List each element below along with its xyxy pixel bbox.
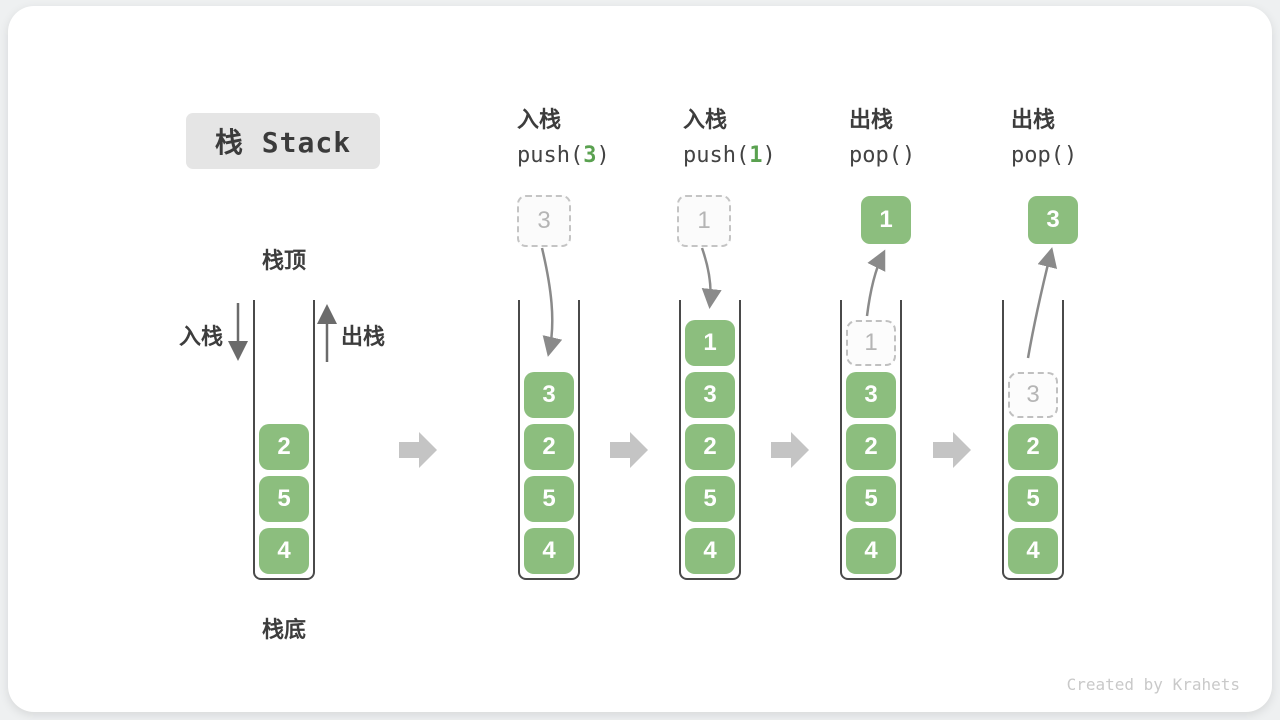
- push-side-label: 入栈: [179, 324, 224, 349]
- operation-call: push(1): [683, 142, 853, 170]
- stack-cell: 2: [259, 424, 309, 470]
- stack-cell: 5: [259, 476, 309, 522]
- stage-header-push-1: 入栈 push(1): [683, 106, 853, 170]
- push-arrow-icon: [700, 247, 722, 309]
- call-prefix: pop(): [1011, 143, 1078, 168]
- stack-cell: 1: [685, 320, 735, 366]
- stack-cell-ghost: 3: [1008, 372, 1058, 418]
- step-arrow-icon: [399, 432, 437, 468]
- stack-cell: 2: [524, 424, 574, 470]
- pop-side-label: 出栈: [341, 324, 386, 349]
- stack-top-label: 栈顶: [261, 248, 306, 273]
- operation-label: 出栈: [1011, 107, 1056, 132]
- stack-cell: 4: [524, 528, 574, 574]
- call-suffix: ): [596, 143, 610, 168]
- call-arg: 3: [583, 143, 597, 168]
- stack-cell: 2: [846, 424, 896, 470]
- call-prefix: push(: [683, 143, 750, 168]
- stack-bottom-label: 栈底: [261, 617, 306, 642]
- watermark: Created by Krahets: [1066, 675, 1240, 694]
- floating-cell-dashed: 1: [677, 195, 731, 247]
- title-badge: 栈 Stack: [186, 113, 380, 169]
- stack-cell: 2: [1008, 424, 1058, 470]
- stack-cell: 5: [685, 476, 735, 522]
- call-prefix: pop(): [849, 143, 916, 168]
- operation-call: push(3): [517, 142, 687, 170]
- call-suffix: ): [762, 143, 776, 168]
- floating-cell-popped: 3: [1028, 196, 1078, 244]
- stack-cell: 4: [846, 528, 896, 574]
- stack-cell-ghost: 1: [846, 320, 896, 366]
- stage-header-pop-1: 出栈 pop(): [849, 106, 1019, 170]
- floating-cell-popped: 1: [861, 196, 911, 244]
- stack-cell: 4: [1008, 528, 1058, 574]
- stack-cell: 4: [685, 528, 735, 574]
- call-arg: 1: [749, 143, 763, 168]
- step-arrow-icon: [771, 432, 809, 468]
- stage-header-push-3: 入栈 push(3): [517, 106, 687, 170]
- stage-header-pop-3: 出栈 pop(): [1011, 106, 1181, 170]
- floating-cell-dashed: 3: [517, 195, 571, 247]
- step-arrow-icon: [610, 432, 648, 468]
- operation-call: pop(): [1011, 142, 1181, 170]
- stack-cell: 3: [524, 372, 574, 418]
- call-prefix: push(: [517, 143, 584, 168]
- operation-label: 出栈: [849, 107, 894, 132]
- stack-cell: 5: [524, 476, 574, 522]
- operation-label: 入栈: [517, 107, 562, 132]
- stack-cell: 5: [846, 476, 896, 522]
- stack-cell: 2: [685, 424, 735, 470]
- stack-cell: 5: [1008, 476, 1058, 522]
- stack-cell: 3: [685, 372, 735, 418]
- step-arrow-icon: [933, 432, 971, 468]
- stack-cell: 4: [259, 528, 309, 574]
- stack-cell: 3: [846, 372, 896, 418]
- operation-call: pop(): [849, 142, 1019, 170]
- operation-label: 入栈: [683, 107, 728, 132]
